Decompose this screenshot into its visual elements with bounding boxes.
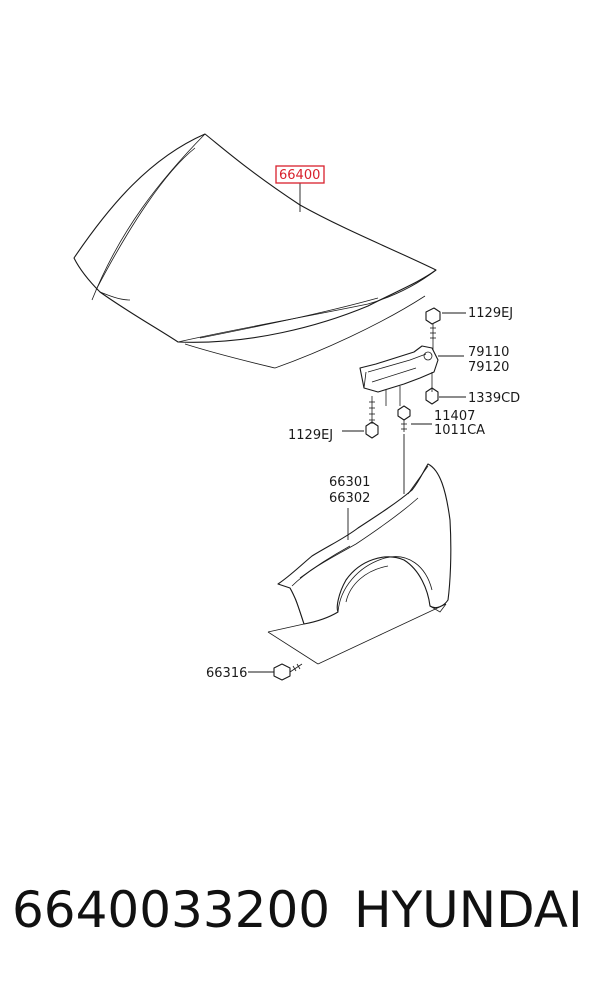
callout-fender-a: 66301 [329, 475, 370, 490]
part-caption: 6640033200 HYUNDAI [12, 880, 592, 940]
callout-fender-b: 66302 [329, 491, 370, 506]
brand-name: HYUNDAI [354, 881, 583, 939]
hinge-nut [425, 372, 439, 405]
callout-screw-b: 1011CA [434, 423, 485, 438]
hood-highlight-box [275, 165, 325, 184]
callout-hinge-b: 79120 [468, 360, 509, 375]
hood-panel [73, 133, 437, 369]
front-fender [267, 463, 452, 665]
hinge-bolt-left [365, 396, 379, 439]
hood-hinge [359, 345, 439, 406]
callout-fender-bolt: 66316 [206, 666, 247, 681]
callout-hood: 66400 [279, 168, 320, 183]
callout-bolt-left: 1129EJ [288, 428, 333, 443]
fender-bolt [273, 663, 303, 681]
callout-hinge-a: 79110 [468, 345, 509, 360]
part-number: 6640033200 [12, 881, 331, 939]
hinge-bolt-top [425, 307, 441, 350]
callout-bolt-top: 1129EJ [468, 306, 513, 321]
fender-screw [397, 405, 411, 432]
callout-nut: 1339CD [468, 391, 520, 406]
callout-screw-a: 11407 [434, 409, 475, 424]
